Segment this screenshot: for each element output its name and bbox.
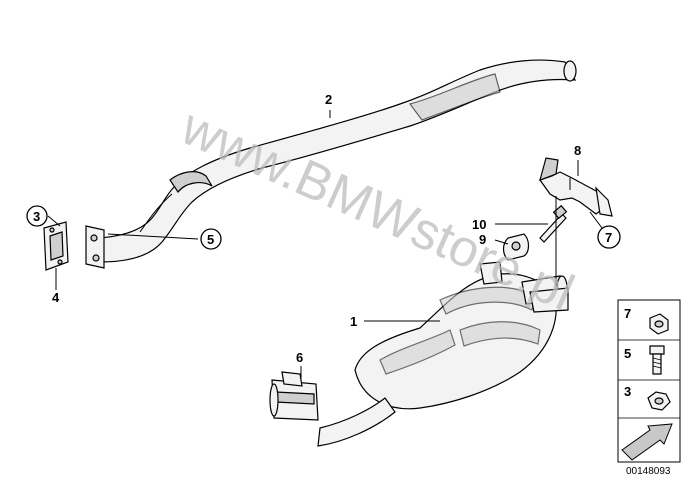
bolt-icon[interactable]	[649, 345, 665, 375]
leader-3	[47, 215, 61, 227]
rear-silencer[interactable]	[317, 261, 569, 447]
hanger-bracket[interactable]	[539, 157, 613, 217]
diagram-id: 00148093	[626, 466, 671, 477]
pipe-clamp[interactable]	[269, 371, 319, 421]
callout-7-circle	[597, 225, 621, 249]
callout-2[interactable]: 2	[325, 92, 332, 107]
rubber-mount[interactable]	[502, 233, 530, 261]
callout-5[interactable]: 5	[207, 232, 214, 247]
hex-nut-icon[interactable]	[647, 391, 671, 411]
bolt[interactable]	[539, 204, 568, 243]
leader-9	[494, 239, 509, 245]
hardware-legend: 7 5 3	[617, 299, 681, 463]
callout-10[interactable]: 10	[472, 217, 486, 232]
callout-3[interactable]: 3	[33, 209, 40, 224]
callout-8[interactable]: 8	[574, 143, 581, 158]
leader-5	[107, 233, 199, 240]
direction-arrow-icon	[621, 423, 673, 461]
gasket[interactable]	[43, 221, 69, 271]
callout-1[interactable]: 1	[350, 314, 357, 329]
legend-label-7: 7	[624, 306, 631, 321]
callout-7[interactable]: 7	[605, 230, 612, 245]
legend-label-5: 5	[624, 346, 631, 361]
pipe-flange[interactable]	[85, 225, 105, 269]
callout-9[interactable]: 9	[479, 232, 486, 247]
front-exhaust-pipe[interactable]	[99, 59, 577, 263]
legend-label-3: 3	[624, 384, 631, 399]
callout-4[interactable]: 4	[52, 290, 60, 305]
callout-5-circle	[200, 228, 222, 250]
callout-6[interactable]: 6	[296, 350, 303, 365]
callout-3-circle	[26, 205, 48, 227]
nut-icon[interactable]	[649, 313, 669, 335]
